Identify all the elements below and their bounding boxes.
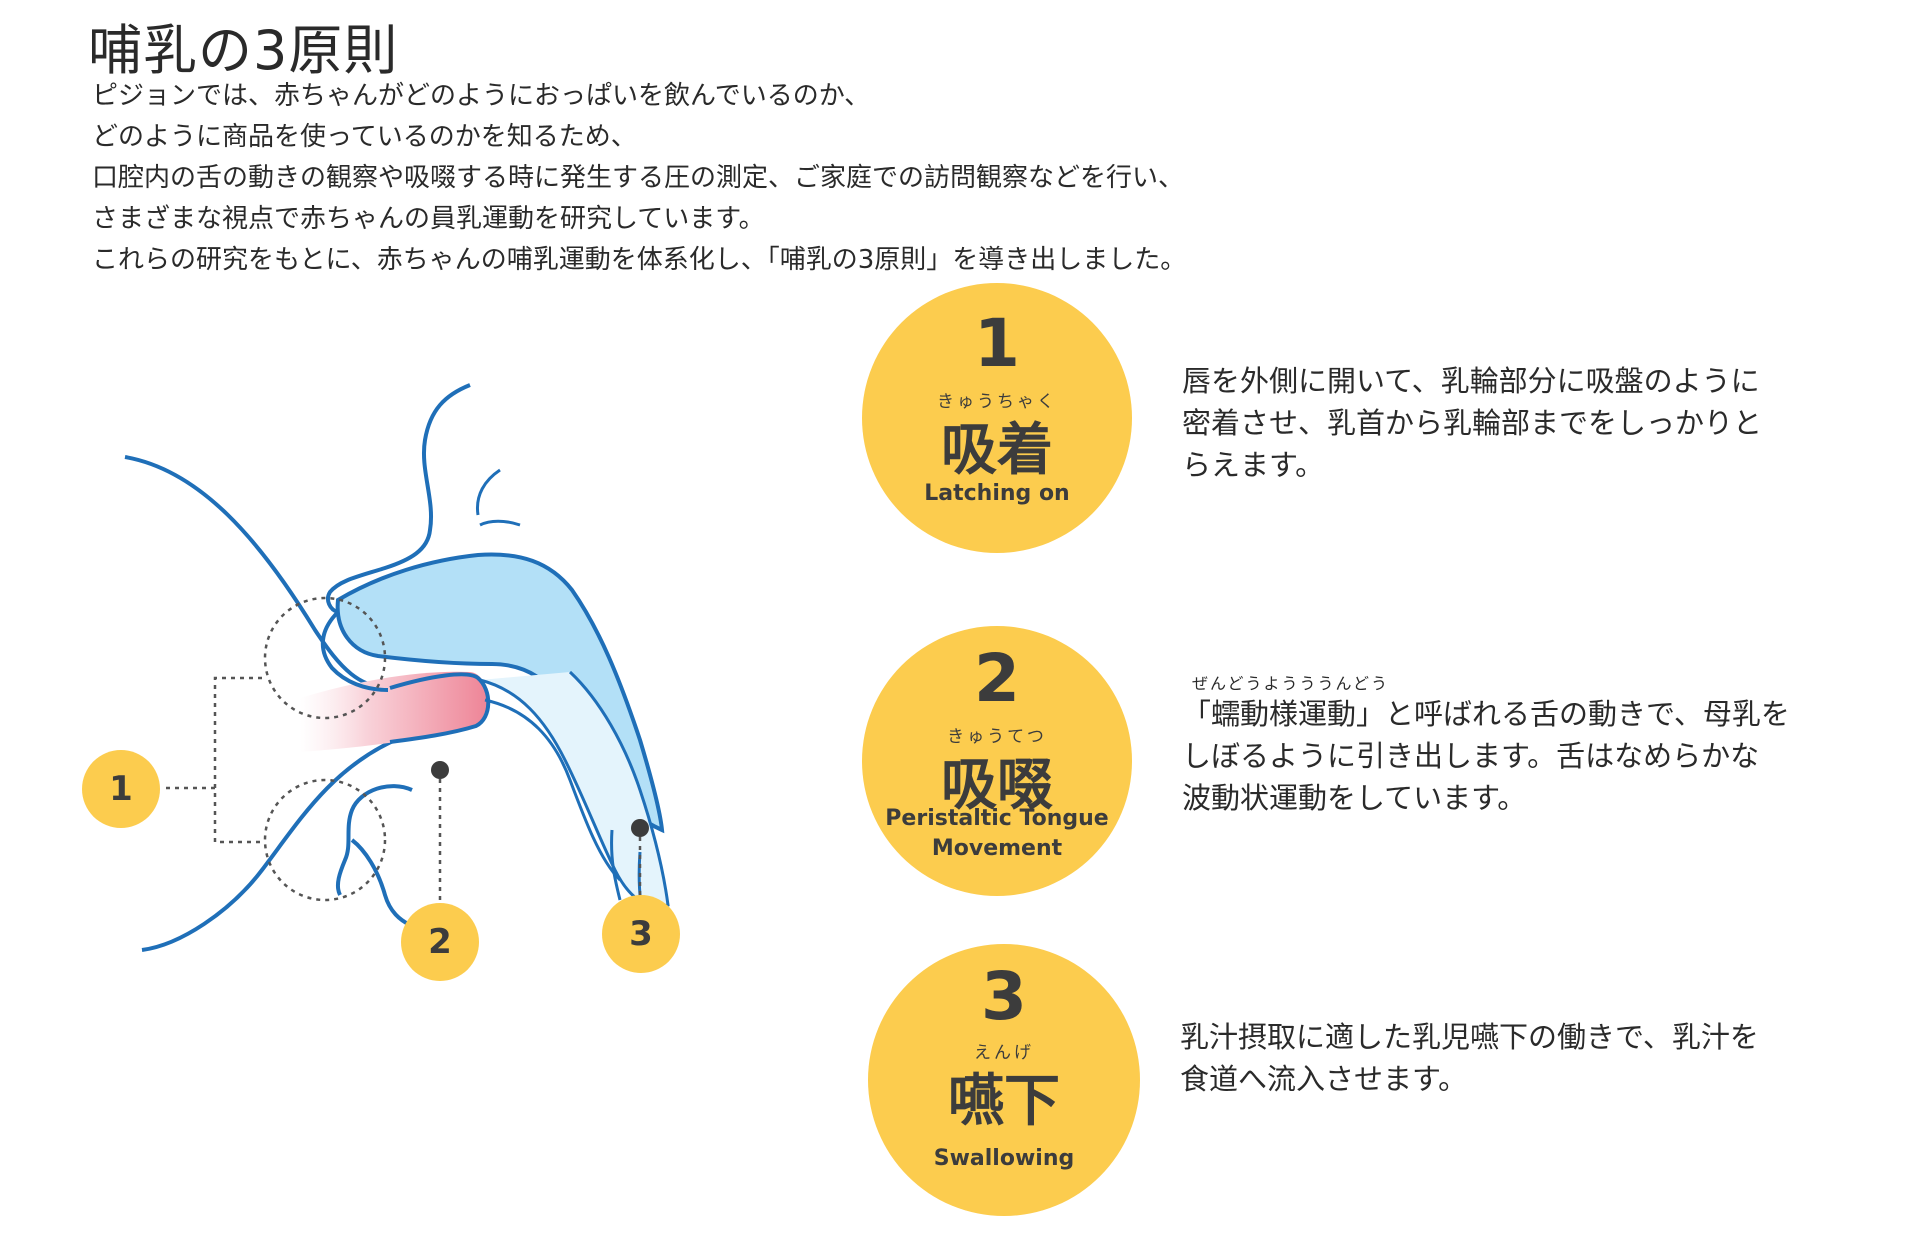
principle-3-kanji: 嚥下 bbox=[948, 1069, 1060, 1134]
principle-3-ruby: えんげ bbox=[974, 1043, 1034, 1063]
principle-2-description-line: 「蠕動様運動」と呼ばれる舌の動きで、母乳を bbox=[1182, 697, 1790, 731]
nipple-tip-outline bbox=[389, 672, 491, 744]
diagram-marker-2: 2 bbox=[401, 903, 479, 981]
principle-2-ruby: きゅうてつ bbox=[947, 727, 1047, 747]
principle-1-description-line: 密着させ、乳首から乳輪部までをしっかりと bbox=[1182, 406, 1763, 440]
lower-lip bbox=[335, 784, 413, 896]
principle-1-english: Latching on bbox=[862, 479, 1132, 509]
upper-lip-dotted-circle bbox=[263, 596, 387, 720]
principle-2-english-line: Movement bbox=[931, 836, 1063, 861]
principle-1-description-line: 唇を外側に開いて、乳輪部分に吸盤のように bbox=[1182, 364, 1760, 398]
principle-3-number: 3 bbox=[981, 958, 1027, 1035]
breast-outline-lower bbox=[141, 738, 396, 952]
marker-1-bracket bbox=[163, 676, 262, 844]
principle-3-description: 乳汁摂取に適した乳児嚥下の働きで、乳汁を 食道へ流入させます。 bbox=[1180, 1016, 1759, 1100]
chin bbox=[350, 838, 411, 927]
nostril-2 bbox=[479, 519, 521, 527]
principle-1-english-line: Latching on bbox=[924, 481, 1070, 506]
principle-1-ruby: きゅうちゃく bbox=[937, 392, 1057, 412]
principle-2-circle: 2 きゅうてつ 吸啜 Peristaltic Tongue Movement bbox=[862, 626, 1132, 896]
principle-1-number: 1 bbox=[974, 305, 1020, 382]
intro-line: これらの研究をもとに、赤ちゃんの哺乳運動を体系化し、「哺乳の3原則」を導き出しま… bbox=[92, 245, 1187, 275]
principle-2-description-line: 波動状運動をしています。 bbox=[1182, 781, 1527, 815]
principle-2-english: Peristaltic Tongue Movement bbox=[862, 804, 1132, 864]
principle-2-english-line: Peristaltic Tongue bbox=[885, 806, 1109, 831]
principle-3-description-line: 乳汁摂取に適した乳児嚥下の働きで、乳汁を bbox=[1180, 1020, 1759, 1054]
principle-3-description-line: 食道へ流入させます。 bbox=[1180, 1062, 1468, 1096]
intro-line: さまざまな視点で赤ちゃんの員乳運動を研究しています。 bbox=[92, 204, 765, 234]
principle-2-number: 2 bbox=[974, 640, 1020, 717]
marker-3-dot bbox=[631, 819, 649, 837]
intro-line: どのように商品を使っているのかを知るため、 bbox=[92, 122, 637, 152]
principle-1-description: 唇を外側に開いて、乳輪部分に吸盤のように 密着させ、乳首から乳輪部までをしっかり… bbox=[1182, 360, 1762, 486]
marker-2-dot bbox=[431, 761, 449, 779]
intro-text: ピジョンでは、赤ちゃんがどのようにおっぱいを飲んでいるのか、 どのように商品を使… bbox=[92, 76, 1592, 281]
breast-outline bbox=[124, 455, 396, 691]
principle-1-circle: 1 きゅうちゃく 吸着 Latching on bbox=[862, 283, 1132, 553]
principle-1-description-line: らえます。 bbox=[1182, 448, 1325, 482]
principle-1-kanji: 吸着 bbox=[941, 418, 1053, 483]
principle-3-english: Swallowing bbox=[868, 1144, 1140, 1174]
principle-2-description-line: しぼるように引き出します。舌はなめらかな bbox=[1182, 739, 1760, 773]
principle-2-description-ruby: ぜんどうようううんどう bbox=[1192, 674, 1390, 693]
principle-3-english-line: Swallowing bbox=[933, 1146, 1075, 1171]
palate bbox=[335, 552, 665, 834]
nipple bbox=[300, 671, 488, 752]
lower-lip-dotted-circle bbox=[263, 778, 387, 902]
principle-2-description: 「蠕動様運動」と呼ばれる舌の動きで、母乳を しぼるように引き出します。舌はなめら… bbox=[1182, 693, 1790, 819]
principle-2-kanji: 吸啜 bbox=[941, 753, 1053, 818]
face-profile bbox=[326, 383, 471, 614]
nostril bbox=[475, 468, 501, 516]
principle-3-circle: 3 えんげ 嚥下 Swallowing bbox=[868, 944, 1140, 1216]
intro-line: ピジョンでは、赤ちゃんがどのようにおっぱいを飲んでいるのか、 bbox=[92, 81, 871, 111]
tongue-surface bbox=[484, 698, 622, 882]
diagram-marker-3: 3 bbox=[602, 895, 680, 973]
page-title: 哺乳の3原則 bbox=[88, 19, 399, 82]
upper-lip bbox=[320, 610, 389, 692]
diagram-marker-1: 1 bbox=[82, 750, 160, 828]
intro-line: 口腔内の舌の動きの観察や吸啜する時に発生する圧の測定、ご家庭での訪問観察などを行… bbox=[92, 163, 1185, 193]
